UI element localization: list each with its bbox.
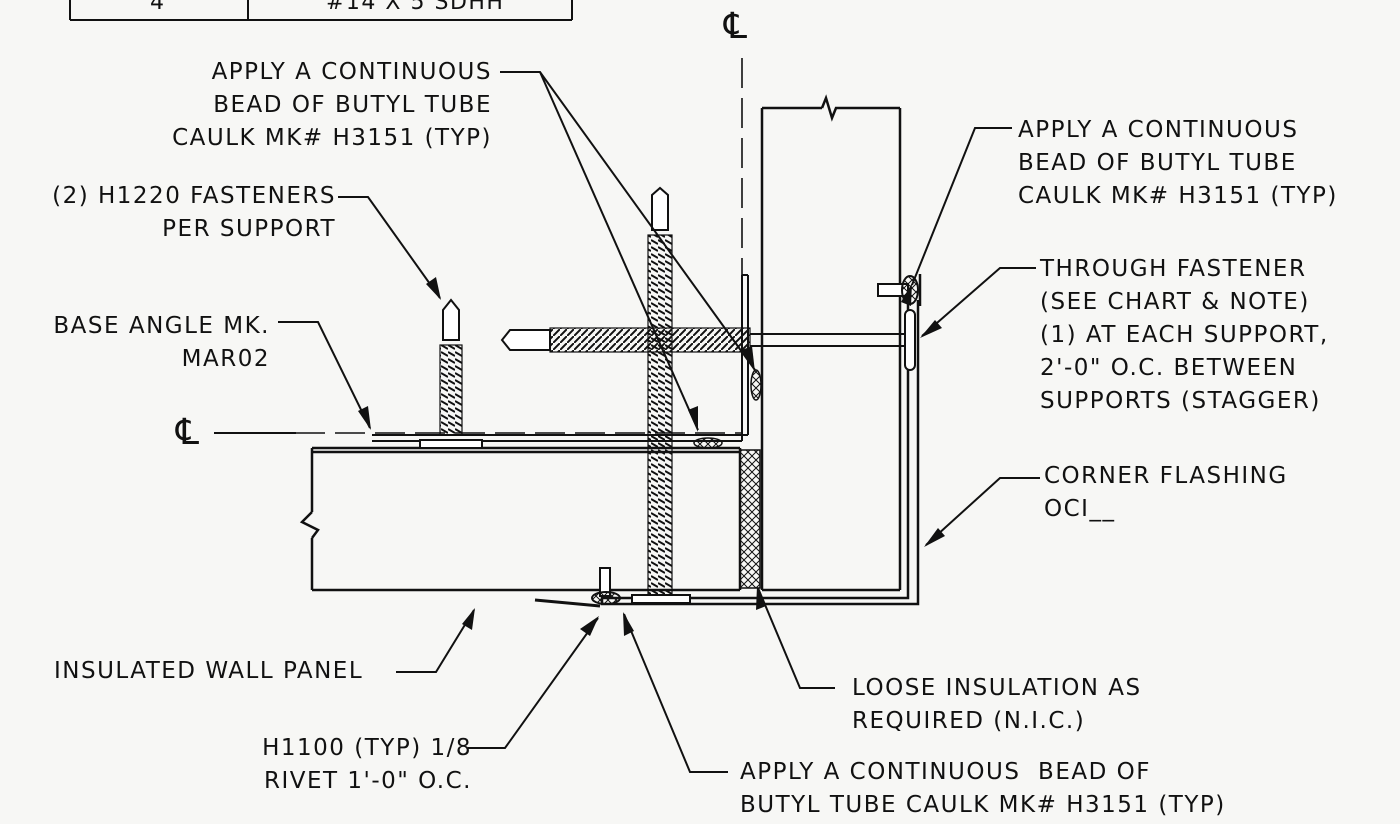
note-wall-panel: INSULATED WALL PANEL [54, 658, 364, 684]
leader-arrowheads [358, 277, 945, 636]
loose-insulation [739, 449, 761, 589]
note-rivet: H1100 (TYP) 1/8 RIVET 1'-0" O.C. [262, 735, 472, 794]
note-caulk-bottom: APPLY A CONTINUOUS BEAD OF BUTYL TUBE CA… [740, 759, 1226, 818]
table-fastener-cell: #14 X 5 SDHH [326, 0, 505, 15]
insulated-wall-panel [299, 446, 742, 592]
leader-lines [214, 71, 1040, 773]
centerline-symbol-top: ℄ [724, 6, 748, 47]
note-corner-flashing: CORNER FLASHING OCI__ [1044, 463, 1288, 522]
vertical-screw [631, 186, 691, 604]
caulk-bead-angle-horizontal [693, 437, 723, 449]
table-quantity-cell: 4 [150, 0, 166, 15]
corner-wall-panel [760, 94, 902, 592]
note-base-angle: BASE ANGLE MK. MAR02 [53, 313, 270, 372]
note-through-fastener: THROUGH FASTENER (SEE CHART & NOTE) (1) … [1040, 256, 1329, 414]
centerline-symbol-left: ℄ [176, 412, 200, 453]
horizontal-screw [500, 309, 916, 371]
caulk-bead-angle-vertical [750, 369, 762, 401]
bottom-rivet [534, 567, 621, 608]
note-caulk-right: APPLY A CONTINUOUS BEAD OF BUTYL TUBE CA… [1018, 117, 1338, 209]
short-screw [419, 298, 483, 449]
note-loose-insulation: LOOSE INSULATION AS REQUIRED (N.I.C.) [852, 675, 1142, 734]
note-fasteners: (2) H1220 FASTENERS PER SUPPORT [52, 183, 336, 242]
note-caulk-left: APPLY A CONTINUOUS BEAD OF BUTYL TUBE CA… [172, 59, 492, 151]
fastener-table [69, 0, 573, 21]
